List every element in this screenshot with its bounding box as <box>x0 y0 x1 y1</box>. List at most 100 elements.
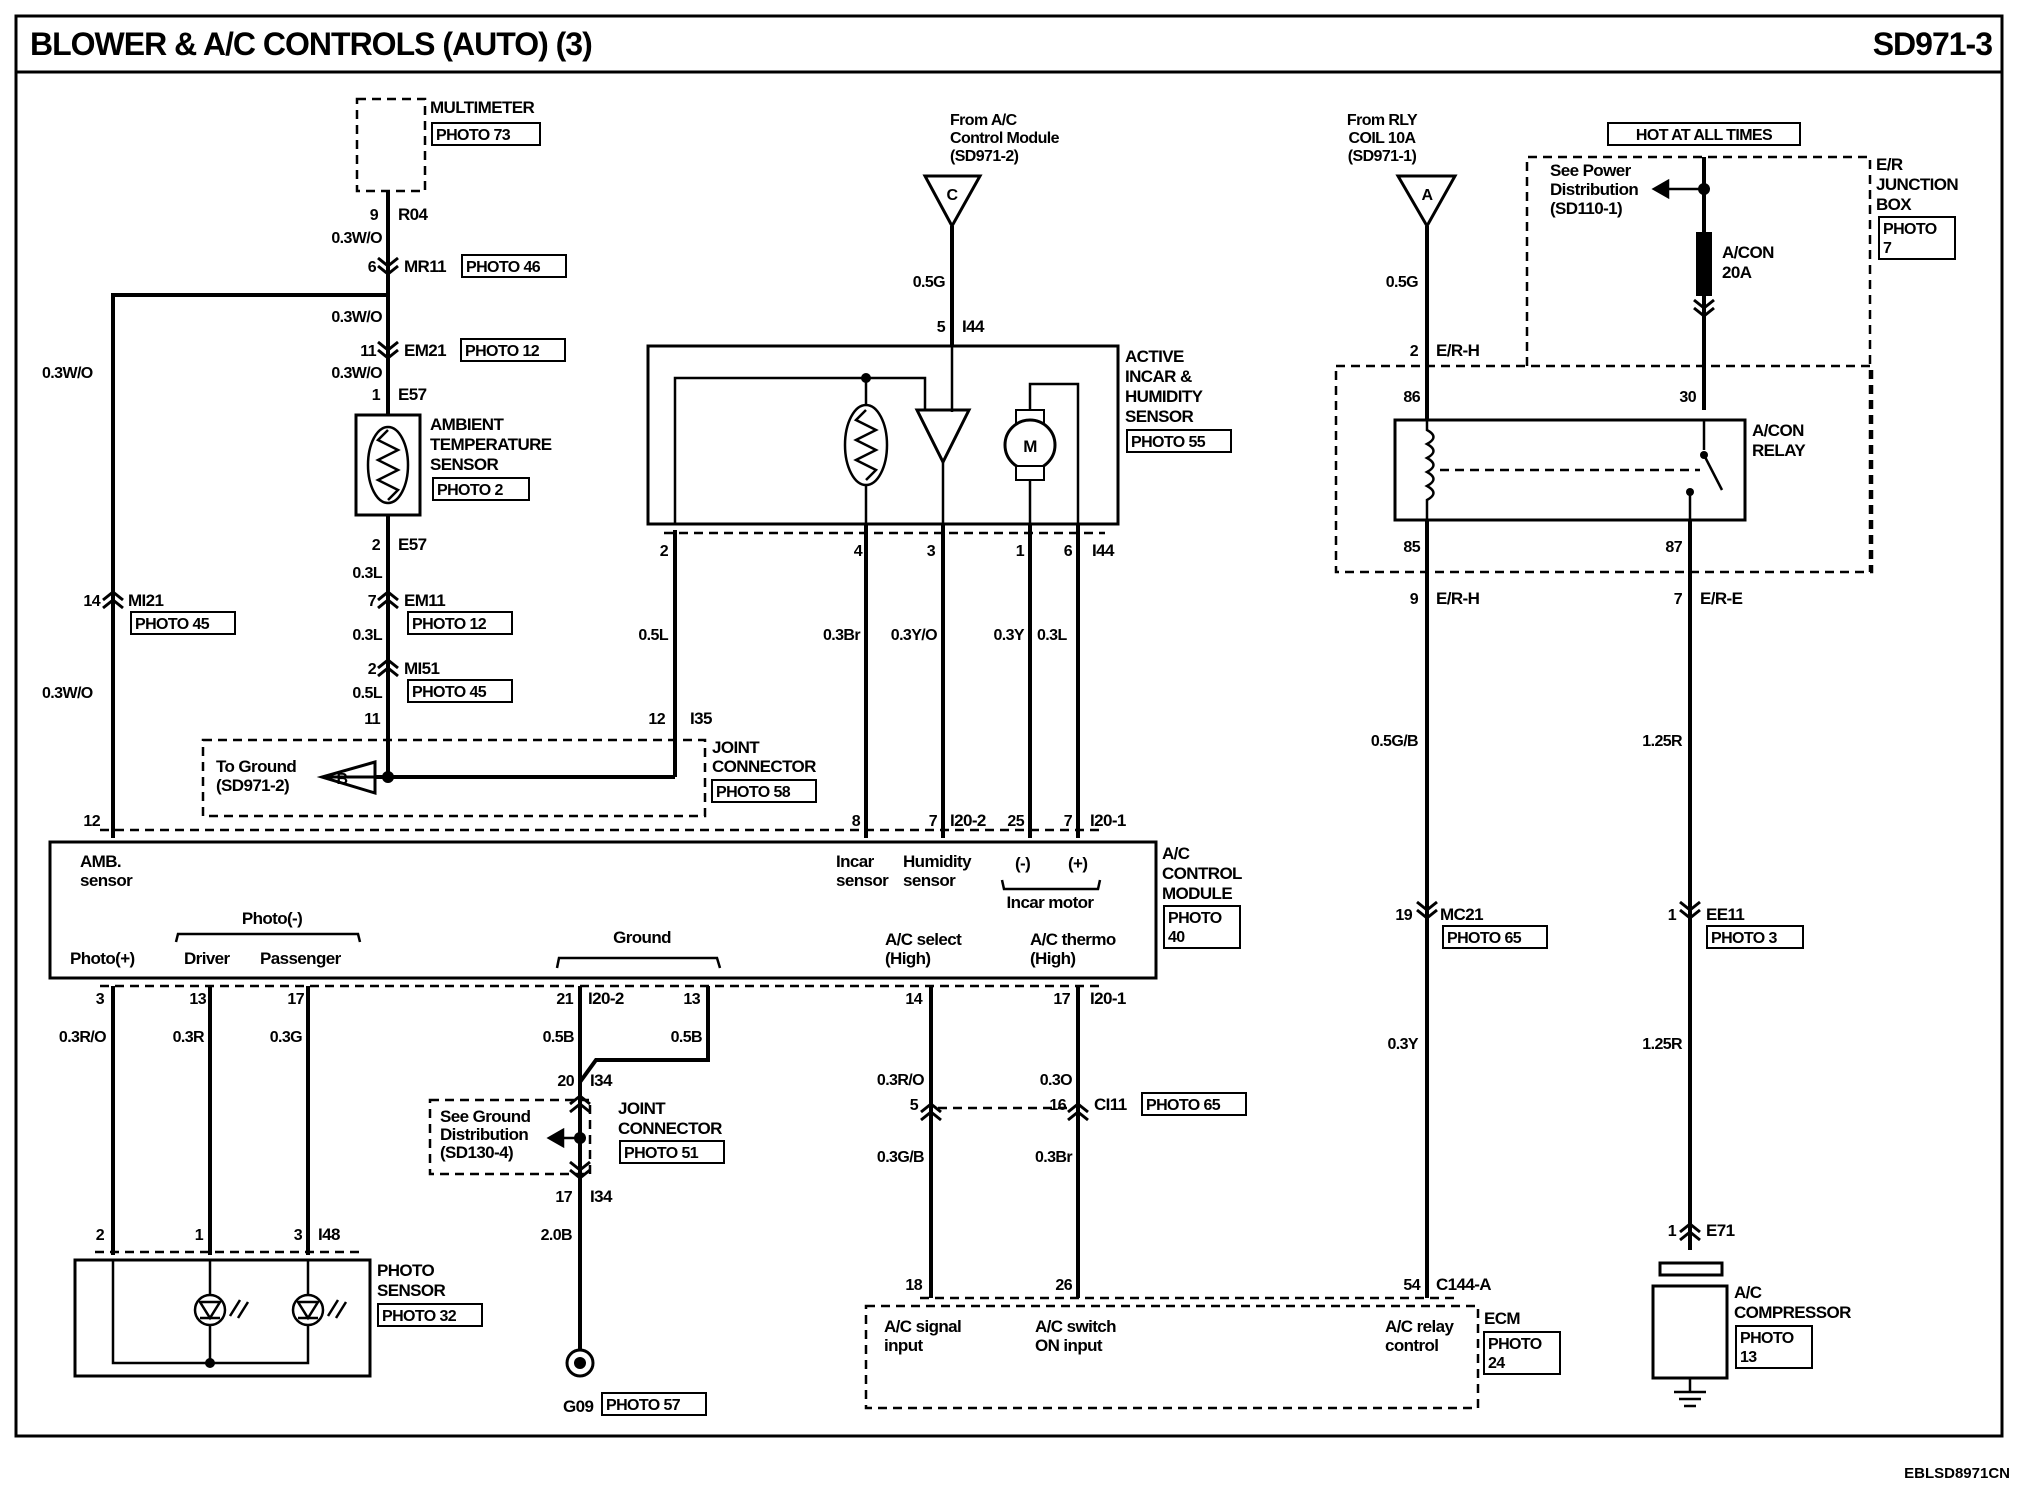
mr11-photo: PHOTO 46 <box>466 259 541 276</box>
ee11-pin: 1 <box>1668 907 1677 924</box>
ecm-photo-box <box>1483 1331 1561 1375</box>
motor-letter: M <box>1023 437 1037 456</box>
wire-label-o: 0.3O <box>1040 1072 1072 1089</box>
ee11-connector <box>1679 900 1701 920</box>
ground-g09-center <box>574 1357 586 1369</box>
hot-at-all-times-box <box>1607 122 1801 146</box>
mod-amb-2: sensor <box>80 871 133 890</box>
wire-label-ro2: 0.3R/O <box>877 1072 924 1089</box>
wire-label-l5: 0.3L <box>1037 627 1067 644</box>
ecm-pin-54: 54 <box>1403 1277 1420 1294</box>
compressor-photo-2: 13 <box>1740 1349 1757 1366</box>
photo-sensor-photo: PHOTO 32 <box>382 1308 457 1325</box>
photo-sensor-name-2: SENSOR <box>377 1281 446 1300</box>
incar-name-2: INCAR & <box>1125 367 1192 386</box>
mr11-id: MR11 <box>404 257 446 276</box>
mod-photo-minus: Photo(-) <box>242 909 302 928</box>
em11-id: EM11 <box>404 591 445 610</box>
i44-bot-id: I44 <box>1092 541 1115 560</box>
e71-connector <box>1679 1222 1701 1242</box>
power-dist-3: (SD110-1) <box>1550 199 1622 218</box>
wire-mi21-branch <box>111 293 388 838</box>
e71-id: E71 <box>1706 1221 1735 1240</box>
wire-label-br: 0.3Br <box>823 627 860 644</box>
er-h-top-pin: 2 <box>1410 343 1419 360</box>
i44-pin-4: 4 <box>854 543 863 560</box>
mi51-id: MI51 <box>404 659 440 678</box>
relay-coil-icon <box>1424 420 1435 520</box>
mod-hum-2: sensor <box>903 871 956 890</box>
incar-name-1: ACTIVE <box>1125 347 1184 366</box>
e57-bot-pin: 2 <box>372 537 381 554</box>
ecm-photo-2: 24 <box>1488 1355 1505 1372</box>
wire-label-g2: 0.5G <box>1386 274 1418 291</box>
mc21-id: MC21 <box>1440 905 1483 924</box>
mod-i20-2-bot: I20-2 <box>588 989 624 1008</box>
ecm-pin-18: 18 <box>905 1277 922 1294</box>
thermistor-icon <box>366 425 410 505</box>
joint-i34-photo-box <box>619 1140 725 1164</box>
ci11-connector-b <box>1067 1102 1089 1122</box>
em11-connector <box>377 590 399 610</box>
wire-label-br2: 0.3Br <box>1035 1149 1072 1166</box>
page-title: BLOWER & A/C CONTROLS (AUTO) (3) <box>30 26 592 62</box>
relay-pin-85: 85 <box>1403 539 1420 556</box>
mod-passenger: Passenger <box>260 949 342 968</box>
wire-label-w2: 0.3W/O <box>331 309 382 326</box>
ref-c-letter: C <box>947 187 959 204</box>
ground-dist-1: See Ground <box>440 1107 531 1126</box>
g09-label: G09 <box>563 1397 593 1416</box>
mod-amb-1: AMB. <box>80 852 121 871</box>
mod-pin-13a: 13 <box>189 991 206 1008</box>
relay-name-1: A/CON <box>1752 421 1804 440</box>
mod-minus: (-) <box>1015 854 1030 873</box>
multimeter-label: MULTIMETER <box>430 98 534 117</box>
incar-name-4: SENSOR <box>1125 407 1194 426</box>
ci11-photo-box <box>1141 1092 1247 1116</box>
i44-top-id: I44 <box>962 317 985 336</box>
wire-label-r: 0.3R <box>173 1029 205 1046</box>
multimeter-photo-box <box>431 122 541 146</box>
i34-bot-pin: 17 <box>555 1189 572 1206</box>
joint-i34-name-1: JOINT <box>618 1099 666 1118</box>
mod-pin-13b: 13 <box>683 991 700 1008</box>
mod-i20-2-top: I20-2 <box>950 811 986 830</box>
ref-a-triangle <box>1395 174 1458 230</box>
mod-ac-select-1: A/C select <box>885 930 962 949</box>
to-ground-2: (SD971-2) <box>216 776 289 795</box>
humidity-amp-icon <box>914 408 972 466</box>
relay-area-box <box>1334 364 1874 574</box>
ci11-pin-16: 16 <box>1049 1097 1066 1114</box>
wire-label-g: 0.3G <box>270 1029 302 1046</box>
photodiode-driver-symbol <box>197 1300 223 1321</box>
i34-top-connector <box>569 1094 591 1114</box>
fuse-connector <box>1693 298 1715 318</box>
ecm-name: ECM <box>1484 1309 1520 1328</box>
ref-c-triangle <box>922 174 983 230</box>
wire-label-b2: 0.5B <box>671 1029 702 1046</box>
mod-incar-1: Incar <box>836 852 875 871</box>
ground-dist-arrow <box>546 1127 580 1149</box>
e57-top-id: E57 <box>398 385 427 404</box>
ee11-photo: PHOTO 3 <box>1711 930 1777 947</box>
ecm-switch-1: A/C switch <box>1035 1317 1116 1336</box>
motor-lead-plus <box>1028 382 1080 524</box>
i44-pin-1: 1 <box>1016 543 1025 560</box>
ecm-c144-id: C144-A <box>1436 1275 1491 1294</box>
mi51-photo: PHOTO 45 <box>412 684 487 701</box>
em21-pin: 11 <box>360 343 376 360</box>
mod-pin-7a: 7 <box>929 813 938 830</box>
ground-b-triangle <box>316 760 377 796</box>
ambient-name-3: SENSOR <box>430 455 499 474</box>
ambient-name-1: AMBIENT <box>430 415 504 434</box>
relay-name-2: RELAY <box>1752 441 1806 460</box>
i48-id: I48 <box>318 1225 340 1244</box>
hot-at-all-times: HOT AT ALL TIMES <box>1636 127 1773 144</box>
mod-name-2: CONTROL <box>1162 864 1242 883</box>
ci11-id: CI11 <box>1094 1095 1127 1114</box>
from-ac-2: Control Module <box>950 130 1060 147</box>
mod-photo-box <box>1163 905 1241 949</box>
wire-label-gb2: 0.5G/B <box>1371 733 1418 750</box>
i34-bot-id: I34 <box>590 1187 613 1206</box>
i34-top-pin: 20 <box>557 1073 574 1090</box>
